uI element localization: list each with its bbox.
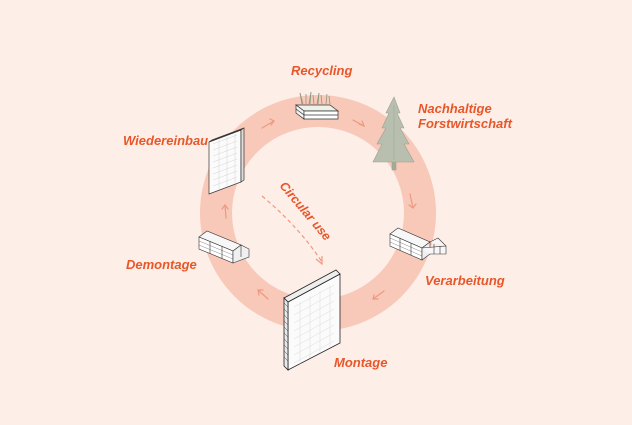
- wall-panel-icon-large: [283, 269, 341, 371]
- stage-label-recycling: Recycling: [291, 63, 353, 78]
- stage-label-disassembly: Demontage: [126, 257, 197, 272]
- arrow-reinstall-to-recycling: [261, 120, 275, 129]
- arrow-forestry-to-processing: [409, 193, 414, 209]
- arrow-disassembly-to-reinstall: [224, 204, 227, 219]
- circular-use-path: [261, 195, 323, 263]
- cycle-arrows: [221, 118, 417, 300]
- center-label: Circular use: [277, 179, 334, 243]
- arrow-assembly-to-disassembly: [257, 289, 269, 300]
- clt-stack-icon-left: [198, 230, 250, 264]
- arrow-processing-to-assembly: [372, 290, 385, 300]
- stage-label-reinstall: Wiedereinbau: [123, 133, 209, 148]
- stage-label-assembly: Montage: [334, 355, 388, 370]
- stage-label-processing: Verarbeitung: [425, 273, 505, 288]
- wall-panel-icon: [208, 127, 245, 195]
- tree-icon: [372, 96, 415, 171]
- stage-label-forestry: Nachhaltige Forstwirtschaft: [418, 101, 512, 131]
- clt-stack-icon: [389, 227, 447, 261]
- timber-stack-icon: [294, 91, 340, 120]
